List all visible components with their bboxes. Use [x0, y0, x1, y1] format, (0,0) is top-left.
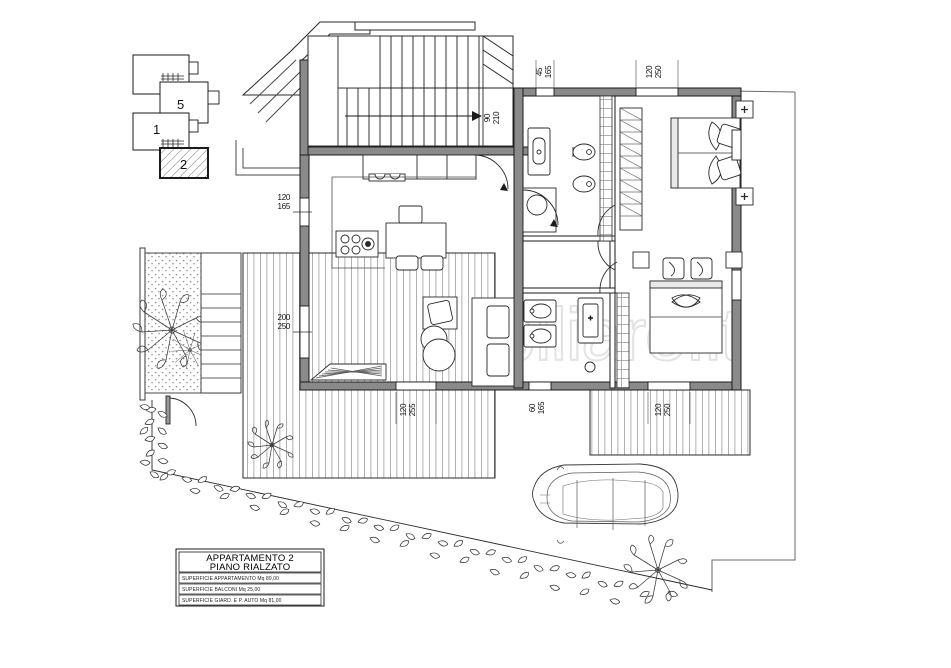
kitchen-counter	[362, 154, 477, 182]
parking-car	[532, 463, 679, 544]
dim-door-stair: 90 210	[483, 111, 501, 124]
garden-gate	[165, 395, 197, 427]
building-walls	[299, 59, 742, 391]
door-bath-upper	[597, 240, 616, 271]
door-bedroom-upper	[597, 204, 616, 237]
legend-title-line2: PIANO RIALZATO	[210, 562, 291, 573]
dim-win-bath-bottom: 60 165	[528, 401, 546, 414]
armchair	[422, 296, 458, 330]
entry-porch	[235, 21, 371, 176]
svg-text:120: 120	[645, 65, 654, 78]
plant-terrace	[247, 419, 294, 469]
wc-upper	[572, 143, 596, 161]
key-unit-label-5: 5	[177, 97, 184, 112]
wc-lower	[523, 324, 557, 348]
terrace-east	[589, 389, 751, 456]
door-stairwell	[522, 189, 559, 227]
living-kitchen-room	[309, 154, 515, 387]
legend-row-2: SUPERFICIE GIARD. E P. AUTO Mq 81,00	[182, 598, 282, 604]
key-unit-label-1: 1	[153, 122, 160, 137]
svg-text:255: 255	[408, 403, 417, 416]
sofa	[471, 297, 515, 387]
bidet-upper	[572, 175, 596, 193]
sink-lower	[523, 299, 557, 323]
legend-row-1: SUPERFICIE BALCONI Mq 25,00	[182, 587, 260, 593]
svg-text:60: 60	[528, 403, 537, 412]
svg-text:210: 210	[492, 111, 501, 124]
svg-text:165: 165	[544, 65, 553, 78]
building-unit-key: 5 1 2	[132, 54, 220, 179]
svg-text:90: 90	[483, 113, 492, 122]
doors	[473, 154, 618, 294]
svg-text:120: 120	[654, 403, 663, 416]
bedroom-lower	[632, 251, 743, 354]
bathroom-upper	[522, 95, 613, 242]
dim-win-left-upper: 120 165	[278, 193, 312, 213]
svg-text:165: 165	[278, 202, 291, 211]
dimension-labels: 120 165 200 250 90 210 45 165 120 250 12…	[278, 60, 691, 424]
double-bed-upper	[670, 117, 742, 189]
dining-table	[385, 205, 447, 271]
door-bedroom-lower	[599, 261, 618, 294]
nightstand-lower-2	[725, 251, 743, 269]
door-living	[473, 154, 509, 191]
double-bed-lower	[649, 257, 723, 354]
legend-row-0: SUPERFICIE APPARTAMENTO Mq 89,00	[182, 576, 279, 582]
cooktop	[335, 230, 379, 258]
stairs-interior	[309, 363, 387, 381]
coffee-table	[420, 325, 456, 372]
dim-win-bedroom2-bottom: 120 250	[654, 403, 672, 416]
nightstand-lower-1	[632, 251, 650, 269]
svg-text:45: 45	[535, 67, 544, 76]
svg-text:250: 250	[654, 65, 663, 78]
svg-text:120: 120	[399, 403, 408, 416]
dim-win-living-bottom: 120 255	[399, 403, 417, 416]
shower-upper	[522, 187, 557, 233]
bathtub-lower	[577, 297, 604, 373]
legend-box: APPARTAMENTO 2 PIANO RIALZATO SUPERFICIE…	[175, 548, 325, 607]
svg-text:250: 250	[663, 403, 672, 416]
staircase	[307, 21, 514, 147]
svg-text:250: 250	[278, 322, 291, 331]
svg-text:200: 200	[278, 313, 291, 322]
svg-text:165: 165	[537, 401, 546, 414]
garden-west	[132, 247, 242, 427]
stair-flight-arrow	[345, 111, 482, 121]
exterior-stairs	[200, 252, 242, 394]
nightstand-upper-1	[735, 100, 754, 119]
bathroom-lower	[523, 292, 630, 389]
svg-text:120: 120	[278, 193, 291, 202]
sink-upper	[527, 127, 551, 176]
plant-corner	[623, 534, 688, 604]
dim-win-bedroom1-top: 120 250	[645, 65, 663, 78]
wardrobe-upper	[619, 107, 643, 231]
hedge-boundary	[137, 400, 713, 606]
nightstand-upper-2	[735, 187, 754, 206]
key-unit-label-2: 2	[180, 157, 187, 172]
dim-win-left-lower: 200 250	[278, 313, 312, 333]
legend-title-line1: APPARTAMENTO 2	[206, 553, 294, 564]
dim-win-top-small: 45 165	[535, 65, 553, 78]
